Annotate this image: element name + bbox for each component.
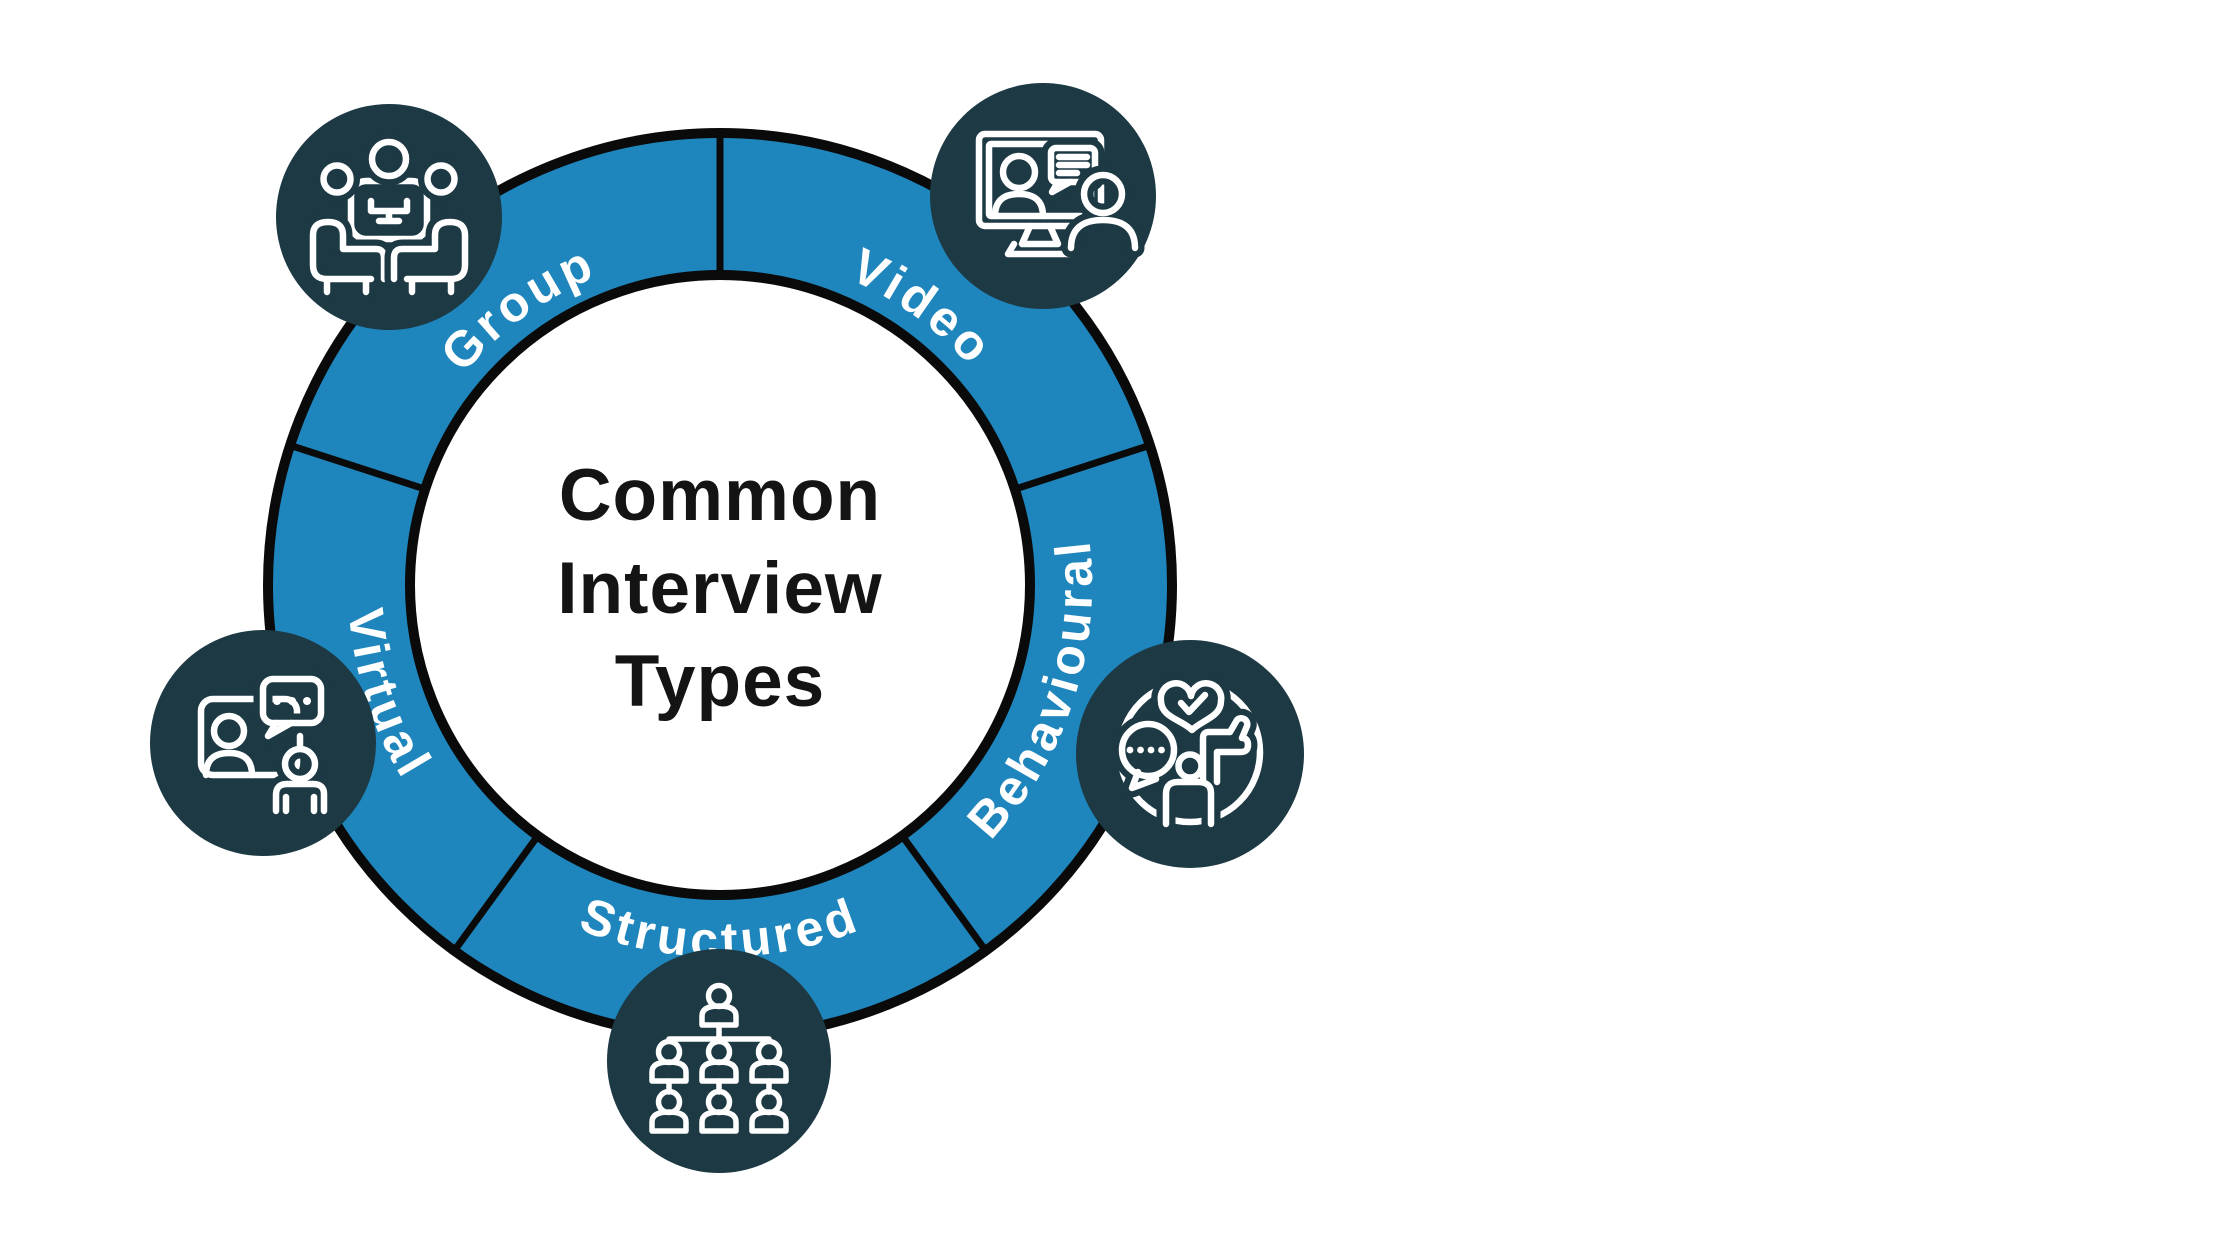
title-line-3: Types [615, 641, 826, 722]
diagram-title: Common Interview Types [557, 455, 882, 722]
video-caller-shoulders [991, 190, 1047, 220]
divider-upper-right [1013, 441, 1151, 493]
virtual-meeting-icon [197, 679, 324, 811]
title-line-2: Interview [557, 548, 882, 629]
behavioural-feedback-icon [1120, 682, 1264, 824]
divider-upper-left [289, 441, 427, 493]
virtual-screen-person-shoulders [202, 749, 256, 779]
segment-dividers [289, 133, 1151, 953]
virtual-screen-person-head [210, 712, 248, 750]
video-call-icon [975, 130, 1135, 254]
divider-lower-right [899, 833, 989, 953]
org-structure-icon [652, 986, 786, 1132]
group-laptop-lines [367, 197, 411, 225]
virtual-bubble-dots [273, 697, 311, 705]
title-line-1: Common [559, 455, 881, 536]
divider-lower-left [451, 833, 541, 953]
behavioural-bubble-dots [1126, 746, 1165, 754]
group-discussion-icon [313, 142, 465, 292]
video-caller-head [999, 152, 1039, 192]
